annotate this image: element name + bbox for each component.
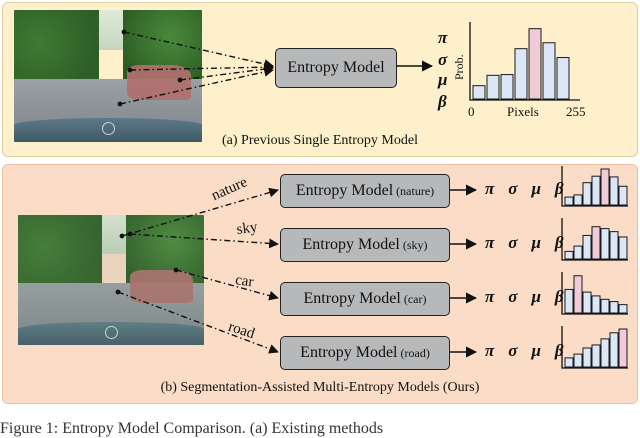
symbol-sigma-a: σ (438, 50, 448, 69)
hist-axes-a (469, 22, 580, 101)
hist-bar-panel_a-0 (472, 85, 486, 100)
hist-bar-car-4 (600, 298, 610, 314)
hist-bar-road-3 (591, 344, 601, 368)
symbol-mu-sky: μ (531, 233, 541, 252)
hist-axes-sky (561, 218, 628, 261)
entropy-model-label-nature: Entropy Model (295, 182, 394, 199)
symbol-mu-nature: μ (531, 179, 541, 198)
entropy-model-sub-sky: (sky) (402, 237, 428, 252)
hist-bars-road (564, 328, 628, 368)
connector-b-car (175, 269, 279, 301)
hist-bar-panel_a-1 (486, 74, 500, 100)
hist-bar-car-5 (609, 301, 619, 314)
hist-bar-road-4 (600, 338, 610, 368)
hist-bar-nature-2 (582, 182, 592, 206)
entropy-model-box-car: Entropy Model(car) (280, 282, 450, 316)
hist-bar-panel_a-3 (514, 48, 528, 100)
entropy-model-label-sky: Entropy Model (302, 236, 400, 253)
hist-bar-car-2 (582, 291, 592, 314)
hist-bar-sky-0 (564, 250, 574, 260)
connector-b-nature (121, 187, 279, 237)
symbol-sigma-nature: σ (508, 179, 518, 198)
entropy-model-sub-nature: (nature) (396, 183, 435, 198)
symbol-pi-a: π (438, 28, 448, 47)
hist-bar-sky-3 (591, 226, 601, 260)
figure-caption-partial: Figure 1: Entropy Model Comparison. (a) … (0, 420, 384, 437)
hist-bar-nature-3 (591, 175, 601, 206)
hist-axes-road (561, 326, 628, 369)
hist-bar-nature-1 (573, 194, 583, 206)
hist-axes-car (561, 272, 628, 315)
entropy-model-sub-car: (car) (403, 291, 427, 306)
hist-bar-car-1 (573, 275, 583, 314)
symbol-beta-car: β (554, 287, 564, 306)
hist-bar-panel_a-4 (528, 28, 542, 100)
caption-b: (b) Segmentation-Assisted Multi-Entropy … (160, 380, 480, 395)
symbol-mu-a: μ (438, 70, 448, 89)
hist-bar-road-1 (573, 353, 583, 368)
entropy-model-box-road: Entropy Model(road) (280, 336, 450, 370)
hist-bar-road-0 (564, 357, 574, 368)
hist-axes-nature (561, 166, 628, 207)
hist-bar-car-3 (591, 295, 601, 314)
hist-bar-nature-6 (618, 185, 628, 206)
hist-bar-nature-4 (600, 168, 610, 206)
caption-a: (a) Previous Single Entropy Model (222, 133, 418, 148)
hist-bar-panel_a-6 (556, 57, 570, 100)
entropy-model-box-a: Entropy Model (275, 48, 397, 88)
hist-bars-nature (564, 168, 628, 206)
hist-bars-sky (564, 226, 628, 260)
hist-bar-road-5 (609, 332, 619, 368)
hist-xmin: 0 (468, 104, 475, 119)
symbol-beta-sky: β (554, 233, 564, 252)
hist-bar-panel_a-2 (500, 74, 514, 100)
symbol-pi-road: π (485, 341, 495, 360)
symbol-sigma-road: σ (508, 341, 518, 360)
entropy-model-sub-road: (road) (400, 345, 430, 360)
symbol-pi-sky: π (485, 233, 495, 252)
entropy-model-label-car: Entropy Model (303, 290, 401, 307)
entropy-model-box-sky: Entropy Model(sky) (280, 228, 450, 262)
connector-b-road (117, 291, 279, 354)
symbol-beta-a: β (438, 92, 447, 111)
connector-a-4 (119, 67, 274, 105)
hist-bar-sky-4 (600, 228, 610, 260)
hist-bar-sky-5 (609, 231, 619, 260)
connector-a-3 (179, 64, 274, 81)
hist-bar-nature-5 (609, 176, 619, 206)
hist-bar-car-6 (618, 304, 628, 314)
symbol-beta-road: β (554, 341, 564, 360)
hist-bar-panel_a-5 (542, 42, 556, 100)
symbol-beta-nature: β (554, 179, 564, 198)
driving-scene-image-a (14, 10, 202, 142)
hist-bar-road-6 (618, 328, 628, 368)
hist-bars-car (564, 275, 628, 314)
connector-a-2 (129, 62, 274, 73)
entropy-model-label-a: Entropy Model (287, 59, 385, 76)
connector-b-sky (129, 233, 279, 249)
symbol-pi-car: π (485, 287, 495, 306)
symbol-sigma-sky: σ (508, 233, 518, 252)
entropy-model-label-road: Entropy Model (300, 344, 398, 361)
connector-a-1 (123, 31, 274, 69)
entropy-model-box-nature: Entropy Model(nature) (280, 174, 450, 208)
hist-bar-nature-0 (564, 196, 574, 206)
hist-bar-sky-1 (573, 245, 583, 260)
hist-bar-road-2 (582, 347, 592, 368)
symbol-mu-road: μ (531, 341, 541, 360)
hist-xmax: 255 (566, 104, 586, 119)
hist-xlabel: Pixels (507, 104, 539, 119)
symbol-mu-car: μ (531, 287, 541, 306)
hist-bar-car-0 (564, 288, 574, 314)
hist-bars-a (472, 28, 570, 100)
symbol-pi-nature: π (485, 179, 495, 198)
symbol-sigma-car: σ (508, 287, 518, 306)
hist-bar-sky-2 (582, 234, 592, 260)
hist-bar-sky-6 (618, 236, 628, 260)
